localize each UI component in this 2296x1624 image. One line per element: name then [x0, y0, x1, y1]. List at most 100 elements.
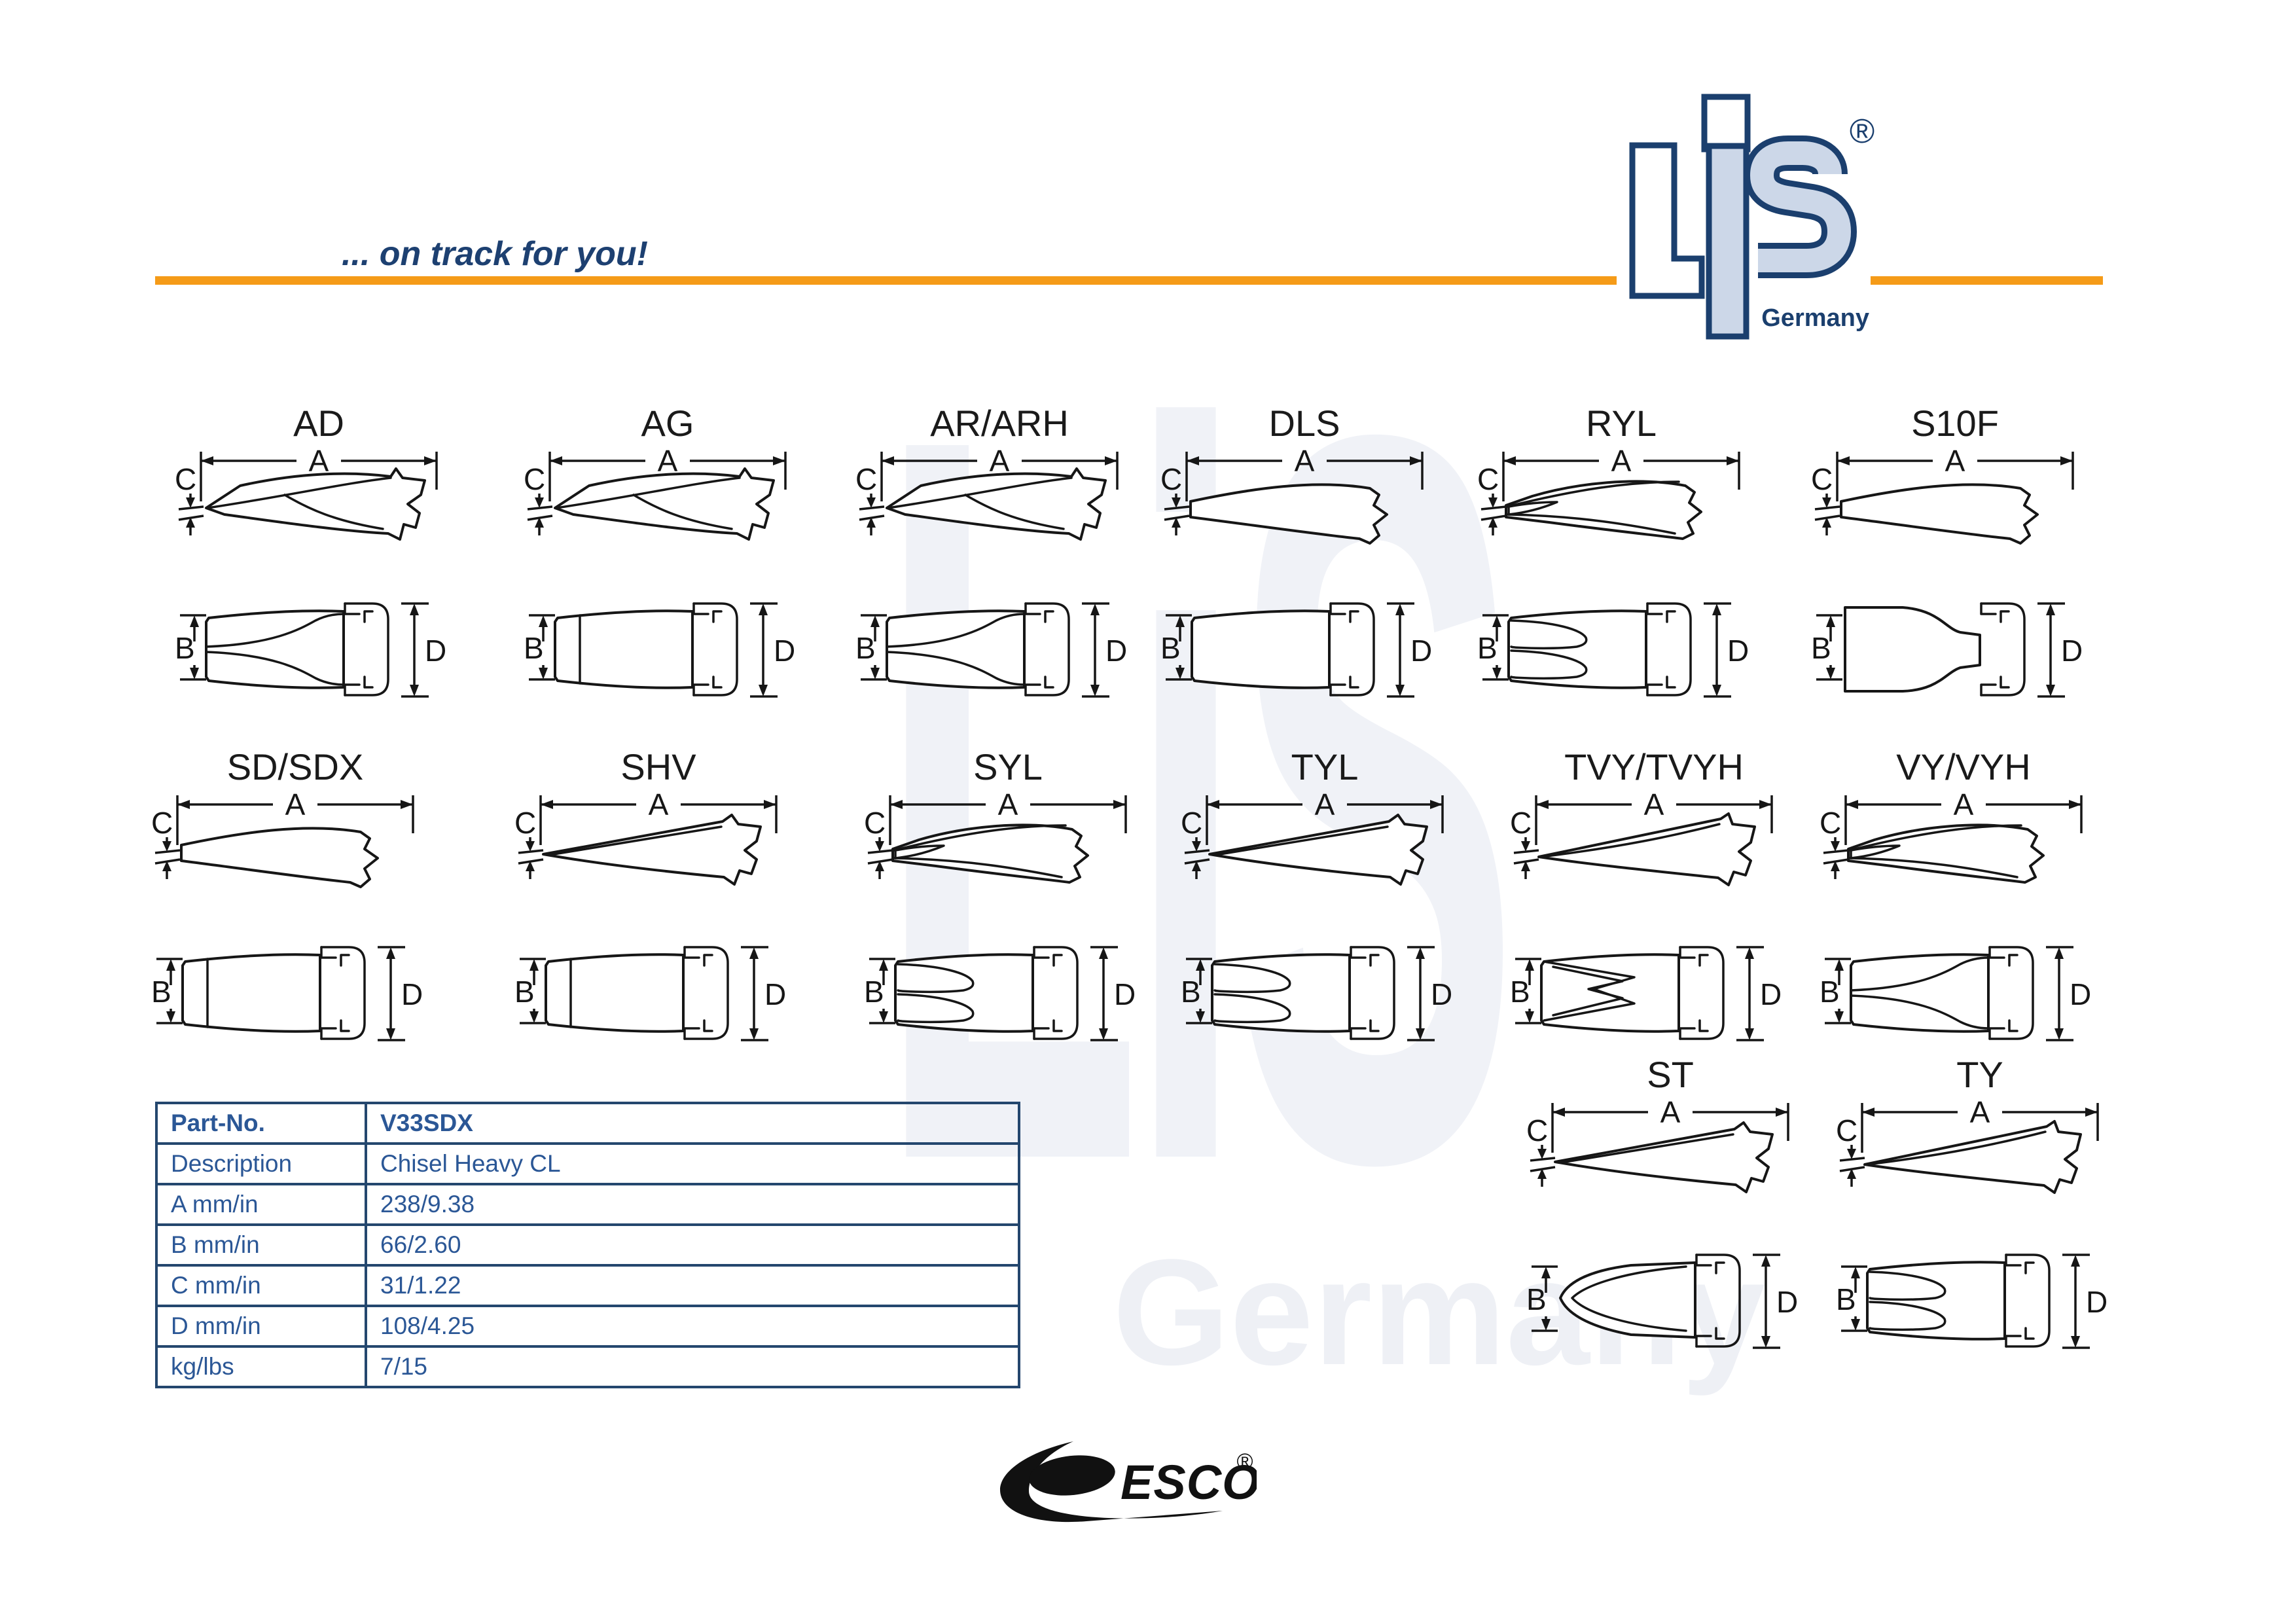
table-value-cell: 66/2.60: [365, 1223, 1020, 1267]
tooth-detail-line: [1540, 823, 1721, 858]
arrowhead: [186, 497, 195, 508]
clip-bracket: [1679, 946, 1725, 1040]
clip-bracket: [1695, 1254, 1741, 1348]
tooth-side-outline: [1189, 483, 1388, 545]
dim-label: B: [1477, 631, 1498, 665]
esco-registered-icon: ®: [1236, 1449, 1253, 1474]
letter-i-dot: [1701, 94, 1751, 153]
arrowhead: [1831, 861, 1840, 871]
dim-label: A: [990, 444, 1010, 478]
table-value: 7/15: [380, 1353, 428, 1380]
tooth-detail-line: [555, 477, 741, 509]
plan-view: B D: [524, 602, 795, 698]
arrowhead: [550, 456, 562, 465]
table-key: Part-No.: [171, 1110, 265, 1136]
dim-label: D: [1431, 977, 1452, 1011]
plan-view: B D: [1526, 1254, 1798, 1349]
tooth-detail-line: [1850, 956, 1990, 992]
arrowhead: [1846, 800, 1858, 809]
arrowhead: [1113, 800, 1126, 809]
clip-hook: [1349, 676, 1359, 689]
esco-wordmark: ESCO: [1121, 1455, 1257, 1509]
tooth-side-outline: [1840, 483, 2039, 545]
tooth-plan-outline: [1191, 609, 1331, 689]
arrowhead: [1525, 959, 1534, 971]
arrowhead: [1822, 517, 1831, 528]
tooth-detail-line: [205, 613, 345, 648]
side-view: A C: [524, 444, 787, 541]
dim-label: C: [514, 806, 536, 840]
clip-bracket: [1024, 602, 1070, 696]
arrowhead: [1172, 517, 1181, 528]
tooth-detail-line: [897, 963, 975, 994]
diagram-title: ST: [1647, 1054, 1694, 1095]
dim-label: B: [864, 975, 884, 1009]
clip-hook: [1666, 676, 1676, 689]
side-view: A C: [1820, 787, 2083, 884]
tooth-detail-line: [1213, 993, 1291, 1024]
arrowhead: [526, 861, 535, 871]
diagram-title: S10F: [1911, 403, 1999, 444]
registered-icon: ®: [1850, 113, 1874, 151]
diagram-ad: AD A C B D: [175, 403, 446, 698]
side-view: A C: [1836, 1095, 2099, 1194]
dim-label: A: [658, 444, 678, 478]
side-view: A C: [1160, 444, 1424, 545]
tooth-detail-line: [1507, 501, 1558, 516]
table-key: B mm/in: [171, 1231, 260, 1258]
arrowhead: [875, 841, 884, 852]
diagram-title: SHV: [620, 746, 696, 787]
arrowhead: [764, 800, 776, 809]
dim-label: D: [774, 634, 795, 668]
tooth-detail-line: [1869, 1271, 1946, 1301]
diagram-sd-sdx: SD/SDX A C B D: [151, 746, 423, 1041]
arrowhead: [1175, 668, 1185, 679]
table-key: C mm/in: [171, 1272, 261, 1299]
clip-hook: [1646, 683, 1663, 696]
tooth-detail-line: [1869, 1301, 1946, 1331]
table-key-cell: D mm/in: [155, 1305, 367, 1348]
arrowhead: [166, 959, 175, 971]
arrowhead: [1416, 947, 1425, 959]
dim-label: C: [151, 806, 173, 840]
tooth-detail-line: [548, 825, 723, 856]
tick-line: [154, 858, 181, 865]
clip-hook: [2000, 676, 2010, 689]
arrowhead: [1727, 456, 1739, 465]
plan-view: B D: [1820, 946, 2091, 1041]
tick-line: [518, 849, 544, 854]
clip-hook: [344, 602, 361, 615]
clip-hook: [703, 1019, 713, 1032]
clip-bracket: [1646, 602, 1692, 696]
arrowhead: [526, 841, 535, 852]
clip-hook: [1329, 683, 1346, 696]
tick-line: [1814, 514, 1840, 521]
dim-label: B: [514, 975, 535, 1009]
arrowhead: [162, 861, 171, 871]
table-value-cell: 31/1.22: [365, 1264, 1020, 1307]
arrowhead: [1831, 841, 1840, 852]
diagram-title: TVY/TVYH: [1564, 746, 1744, 787]
arrowhead: [879, 1011, 888, 1023]
arrowhead: [186, 517, 195, 528]
arrowhead: [410, 685, 419, 696]
arrowhead: [2054, 1028, 2064, 1040]
dim-label: C: [855, 462, 877, 496]
tooth-detail-line: [1560, 1133, 1734, 1164]
clip-hook: [1988, 1027, 2005, 1040]
dim-label: C: [1811, 462, 1833, 496]
dim-label: B: [1811, 631, 1831, 665]
arrowhead: [535, 497, 544, 508]
dim-label: C: [1181, 806, 1202, 840]
dim-label: D: [425, 634, 446, 668]
tooth-side-outline: [542, 814, 762, 886]
letter-i-stem: [1706, 143, 1749, 340]
diagram-title: DLS: [1269, 403, 1340, 444]
plan-view: B D: [151, 946, 423, 1041]
plan-view: B D: [1836, 1254, 2108, 1349]
arrowhead: [1521, 861, 1530, 871]
side-view: A C: [151, 787, 414, 888]
tick-line: [1814, 505, 1840, 511]
diagram-title: TYL: [1291, 746, 1359, 787]
